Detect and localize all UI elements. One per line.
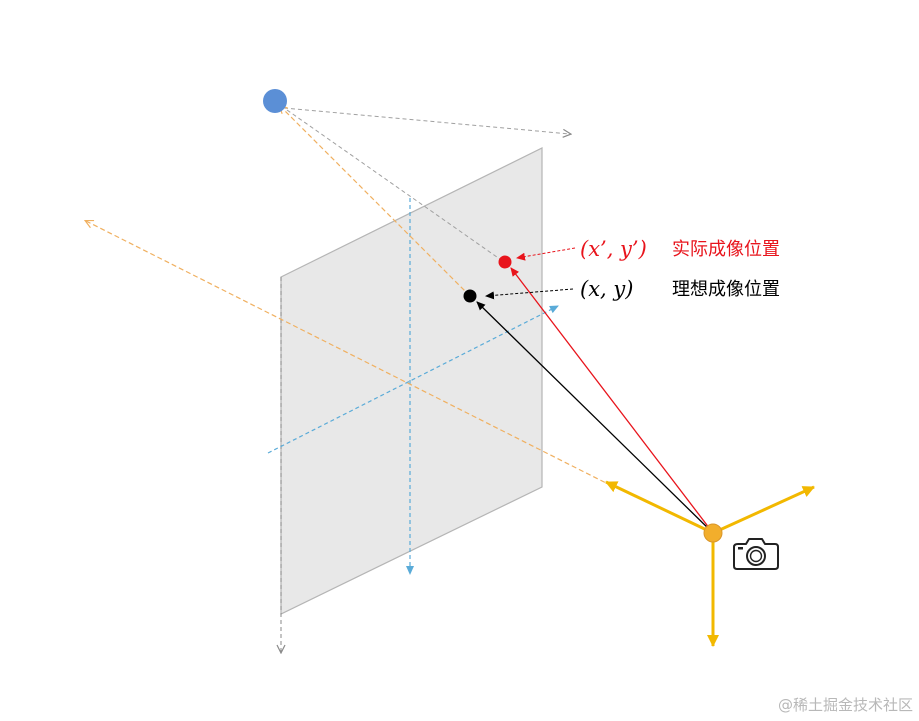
ideal-coord-label: (x, y) (580, 277, 633, 301)
world-to-actual-ray (286, 109, 505, 263)
camera-axis-left (605, 480, 714, 535)
actual-coord-label: (x’, y’) (580, 237, 647, 261)
actual-projection-ray (510, 267, 714, 534)
ideal-desc-label: 理想成像位置 (672, 279, 780, 300)
optical-axis-ray (86, 221, 613, 487)
ideal-image-point (463, 289, 477, 303)
ideal-projection-ray (476, 301, 714, 534)
world-point (263, 89, 287, 113)
watermark: @稀土掘金技术社区 (777, 696, 913, 714)
ideal-label-pointer (485, 288, 574, 300)
plane-horizontal-axis (267, 305, 559, 454)
camera-axis-right (712, 485, 815, 535)
camera-center (703, 523, 723, 543)
actual-image-point (498, 255, 512, 269)
world-to-ideal-ray (280, 106, 471, 297)
image-plane (280, 147, 543, 615)
gray-axis-ray (283, 107, 570, 134)
actual-desc-label: 实际成像位置 (672, 239, 780, 260)
camera-icon (733, 538, 779, 570)
